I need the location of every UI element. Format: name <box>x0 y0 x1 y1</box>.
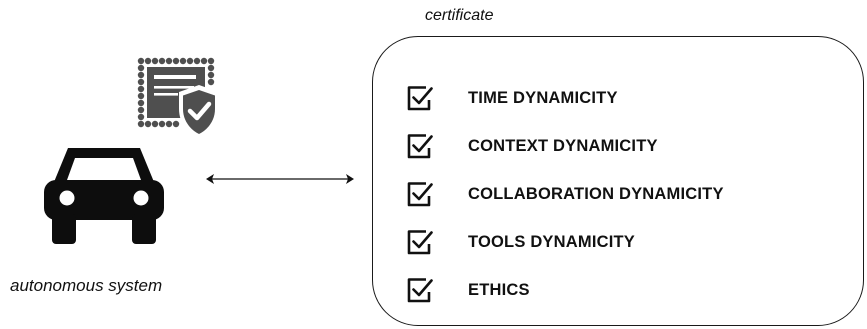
checklist-item-tools-dynamicity: TOOLS DYNAMICITY <box>405 218 845 266</box>
autonomous-system-label: autonomous system <box>10 276 163 295</box>
checkbox-checked-icon <box>407 134 433 159</box>
checkbox-checked-icon <box>407 86 433 111</box>
checklist-item-label: CONTEXT DYNAMICITY <box>468 136 658 155</box>
checklist-item-label: TOOLS DYNAMICITY <box>468 232 635 251</box>
certificate-box <box>372 36 864 326</box>
certificate-label: certificate <box>425 7 494 24</box>
checklist-item-label: ETHICS <box>468 280 530 299</box>
checklist-item-time-dynamicity: TIME DYNAMICITY <box>405 74 845 122</box>
checkbox-checked-icon <box>407 278 433 303</box>
checklist-item-label: TIME DYNAMICITY <box>468 88 618 107</box>
car-icon <box>44 148 164 244</box>
bidirectional-arrow <box>206 174 354 184</box>
checklist-item-label: COLLABORATION DYNAMICITY <box>468 184 724 203</box>
checklist-item-collaboration-dynamicity: COLLABORATION DYNAMICITY <box>405 170 845 218</box>
certificate-checklist: TIME DYNAMICITY CONTEXT DYNAMICITY COLLA… <box>405 74 845 314</box>
checklist-item-ethics: ETHICS <box>405 266 845 314</box>
checklist-item-context-dynamicity: CONTEXT DYNAMICITY <box>405 122 845 170</box>
checkbox-checked-icon <box>407 230 433 255</box>
checkbox-checked-icon <box>407 182 433 207</box>
certificate-shield-icon <box>137 57 219 139</box>
